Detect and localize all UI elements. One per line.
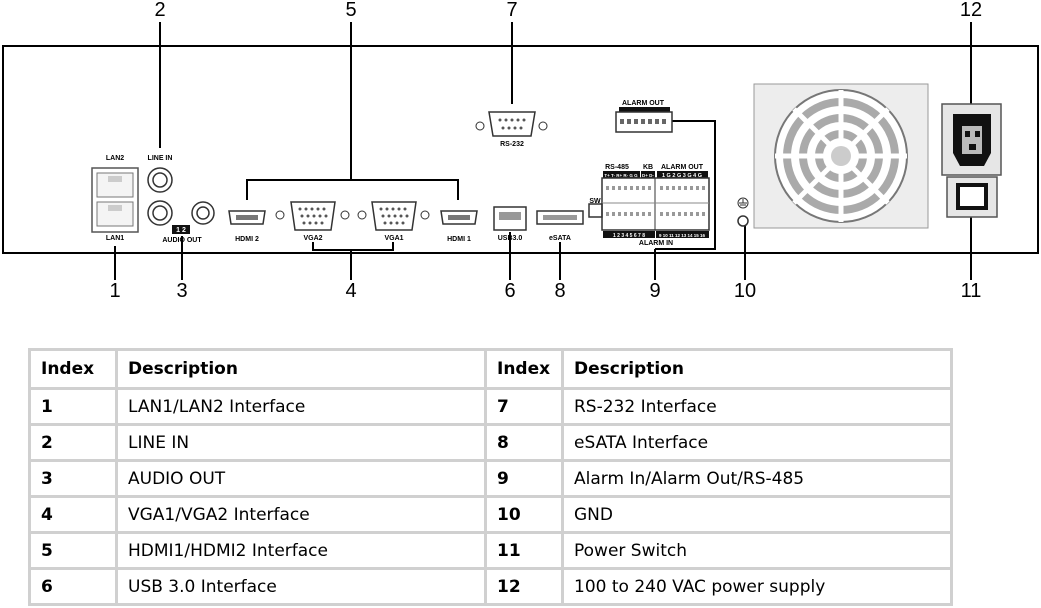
header-index-right: Index [484, 348, 564, 390]
table-row: 1 LAN1/LAN2 Interface 7 RS-232 Interface [28, 387, 953, 426]
vga-ports: VGA2 VGA1 [275, 201, 430, 242]
row-index: 12 [484, 567, 564, 606]
alarm-out-pins: 1 G 2 G 3 G 4 G [662, 173, 702, 179]
hdmi1-label: HDMI 1 [447, 236, 471, 243]
row-index: 3 [28, 459, 118, 498]
row-description: RS-232 Interface [561, 387, 953, 426]
rs485-label: RS-485 [605, 164, 629, 171]
alarm-in-label: ALARM IN [639, 240, 673, 247]
rs232-label: RS-232 [500, 141, 524, 148]
callout-10: 10 [734, 280, 756, 302]
interface-index-table: Index Description Index Description 1 LA… [28, 348, 953, 606]
alarm-out-top-block: ALARM OUT [615, 100, 673, 133]
alarm-in-pins-b: 9 10 11 12 13 14 15 16 [659, 233, 706, 238]
row-description: GND [561, 495, 953, 534]
vga2-label: VGA2 [303, 235, 322, 242]
usb-label: USB3.0 [498, 235, 523, 242]
table-row: 2 LINE IN 8 eSATA Interface [28, 423, 953, 462]
header-description-left: Description [115, 348, 487, 390]
row-description: LINE IN [115, 423, 487, 462]
leader-lines [114, 22, 972, 280]
row-index: 5 [28, 531, 118, 570]
audio-out-label: AUDIO OUT [162, 237, 202, 244]
usb-port: USB3.0 [493, 206, 527, 242]
row-index: 4 [28, 495, 118, 534]
callout-2: 2 [154, 0, 165, 21]
power-inlet [941, 103, 1002, 176]
row-index: 2 [28, 423, 118, 462]
fan-grille [753, 83, 929, 229]
audio-jacks: LINE IN 1 2 AUDIO OUT [147, 155, 215, 244]
row-description: Alarm In/Alarm Out/RS-485 [561, 459, 953, 498]
callout-9: 9 [649, 280, 660, 302]
row-description: VGA1/VGA2 Interface [115, 495, 487, 534]
ground-terminal [737, 197, 749, 227]
alarm-rs485-block: RS-485 KB ALARM OUT T+ T- R+ R- G G D+ D… [588, 164, 710, 247]
row-index: 1 [28, 387, 118, 426]
header-index-left: Index [28, 348, 118, 390]
header-description-right: Description [561, 348, 953, 390]
vga1-label: VGA1 [384, 235, 403, 242]
alarm-out-label: ALARM OUT [661, 164, 704, 171]
kb-pins: D+ D- [642, 173, 654, 178]
rs485-pins: T+ T- R+ R- G G [604, 173, 638, 178]
lan-ports: LAN2 LAN1 [91, 155, 139, 242]
table-row: 5 HDMI1/HDMI2 Interface 11 Power Switch [28, 531, 953, 570]
line-in-label: LINE IN [148, 155, 173, 162]
table-header-row: Index Description Index Description [28, 348, 953, 390]
esata-label: eSATA [549, 235, 571, 242]
callout-5: 5 [345, 0, 356, 21]
table-row: 3 AUDIO OUT 9 Alarm In/Alarm Out/RS-485 [28, 459, 953, 498]
lan1-label: LAN1 [106, 235, 124, 242]
callout-3: 3 [176, 280, 187, 302]
row-index: 11 [484, 531, 564, 570]
row-description: AUDIO OUT [115, 459, 487, 498]
rear-panel-diagram: 1 2 3 4 5 6 7 8 9 10 11 12 LAN2 LAN1 LIN… [2, 0, 1039, 302]
row-description: HDMI1/HDMI2 Interface [115, 531, 487, 570]
row-index: 7 [484, 387, 564, 426]
callout-4: 4 [345, 280, 356, 302]
audio-channel-label: 1 2 [176, 227, 186, 234]
row-description: Power Switch [561, 531, 953, 570]
callout-1: 1 [109, 280, 120, 302]
table-row: 4 VGA1/VGA2 Interface 10 GND [28, 495, 953, 534]
table-row: 6 USB 3.0 Interface 12 100 to 240 VAC po… [28, 567, 953, 606]
row-description: USB 3.0 Interface [115, 567, 487, 606]
callout-12: 12 [960, 0, 982, 21]
hdmi2-label: HDMI 2 [235, 236, 259, 243]
row-description: 100 to 240 VAC power supply [561, 567, 953, 606]
esata-port: eSATA [536, 210, 584, 242]
callout-8: 8 [554, 280, 565, 302]
row-index: 8 [484, 423, 564, 462]
lan2-label: LAN2 [106, 155, 124, 162]
row-index: 6 [28, 567, 118, 606]
chassis-outline [2, 45, 1039, 254]
hdmi2-port: HDMI 2 [228, 210, 266, 243]
hdmi1-port: HDMI 1 [440, 210, 478, 243]
rs232-port: RS-232 [475, 111, 548, 148]
callout-6: 6 [504, 280, 515, 302]
alarm-in-pins-a: 1 2 3 4 5 6 7 8 [613, 233, 645, 239]
row-index: 10 [484, 495, 564, 534]
row-index: 9 [484, 459, 564, 498]
power-switch [946, 176, 998, 218]
alarm-out-top-label: ALARM OUT [622, 100, 665, 107]
callout-7: 7 [506, 0, 517, 21]
kb-label: KB [643, 164, 653, 171]
callout-11: 11 [961, 280, 982, 302]
sw-label: SW [589, 198, 601, 205]
row-description: LAN1/LAN2 Interface [115, 387, 487, 426]
row-description: eSATA Interface [561, 423, 953, 462]
